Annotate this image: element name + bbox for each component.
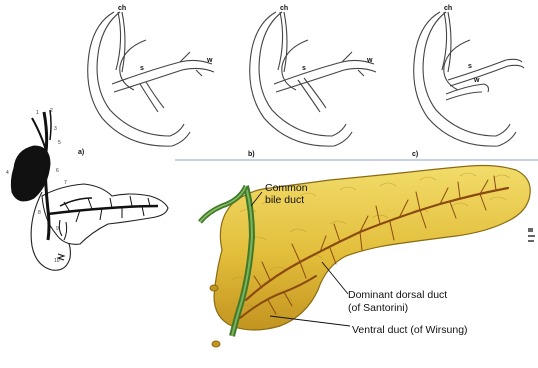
left-pancreas-schematic [11,110,168,270]
panel-c-letter: c) [412,151,418,158]
num-5: 5 [58,140,61,146]
num-4: 4 [6,170,9,176]
label-dorsal-duct-line1: Dominant dorsal duct [348,289,447,301]
panel-b-duct-diagram [250,12,376,146]
num-7: 7 [64,180,67,186]
panel-a-letter: a) [78,149,84,156]
label-ventral-duct: Ventral duct (of Wirsung) [352,324,468,336]
panel-c-s-label: s [468,63,472,70]
panel-c-duct-diagram [414,12,524,146]
panel-a-w-label: w [206,57,213,64]
num-8: 8 [38,210,41,216]
num-9: 9 [56,226,59,232]
panel-a-ch-label: ch [118,5,126,12]
num-3: 3 [54,126,57,132]
panel-b-w-label: w [366,57,373,64]
label-common-bile-duct-line1: Common [265,182,308,194]
num-2: 2 [50,108,53,114]
panel-c-w-label: w [473,77,480,84]
panel-b-letter: b) [248,151,255,158]
num-1: 1 [36,110,39,116]
num-10: 10 [54,258,60,264]
num-6: 6 [56,168,59,174]
label-dorsal-duct-line2: (of Santorini) [348,302,408,314]
panel-b-s-label: s [302,65,306,72]
panel-a-duct-diagram [88,12,214,146]
panel-b-ch-label: ch [280,5,288,12]
pancreas-illustration [200,166,530,348]
label-common-bile-duct-line2: bile duct [265,194,304,206]
panel-c-ch-label: ch [444,5,452,12]
watermark-mark [528,228,535,242]
panel-a-s-label: s [140,65,144,72]
